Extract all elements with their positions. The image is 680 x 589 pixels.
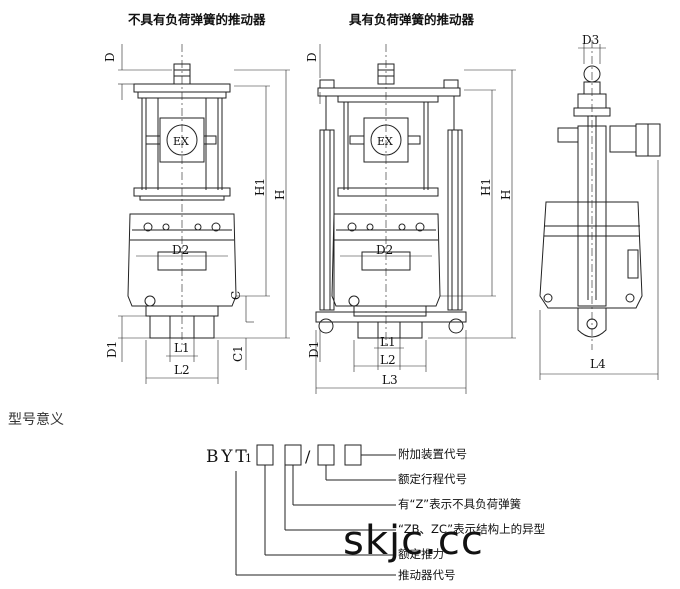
- section-title: 型号意义: [8, 412, 64, 428]
- dim-H1-1: H1: [253, 178, 267, 196]
- dim-D2-1: D2: [172, 243, 189, 257]
- annotation-rated-thrust: 额定推力: [398, 547, 444, 561]
- pusher-with-spring: [315, 44, 516, 394]
- annotation-no-spring: 有“Z”表示不具负荷弹簧: [398, 497, 522, 511]
- model-box-2: [284, 444, 302, 466]
- annotation-additional-device: 附加装置代号: [398, 447, 467, 461]
- model-slash: /: [305, 447, 311, 466]
- dim-D1-2: D1: [307, 341, 321, 358]
- dim-D1-1: D1: [105, 341, 119, 358]
- annotation-special-structure: “ZB、ZC”表示结构上的异型: [398, 522, 546, 536]
- dim-D-1: D: [103, 52, 117, 62]
- right-drawing-title: 具有负荷弹簧的推动器: [349, 12, 475, 27]
- dim-C1-1: C1: [231, 345, 245, 362]
- dim-C-1: C: [229, 291, 243, 300]
- annotation-pusher-code: 推动器代号: [398, 568, 456, 582]
- pusher-without-spring: [118, 44, 290, 384]
- pusher-side-view: [539, 40, 661, 380]
- annotation-rated-stroke: 额定行程代号: [398, 472, 467, 486]
- model-code-diagram: BYT 1 /: [206, 444, 396, 576]
- watermark: skjc.cc: [343, 518, 484, 564]
- dim-H-1: H: [273, 190, 287, 200]
- model-sub: 1: [245, 452, 252, 465]
- model-box-3: [317, 444, 335, 466]
- model-box-4: [344, 444, 362, 466]
- left-drawing-title: 不具有负荷弹簧的推动器: [128, 12, 266, 27]
- dim-D-2: D: [305, 52, 319, 62]
- dim-L4-3: L4: [590, 357, 606, 371]
- dim-H1-2: H1: [479, 178, 493, 196]
- model-prefix: BYT: [206, 447, 250, 467]
- dim-L1-1: L1: [174, 341, 190, 355]
- dim-L1-2: L1: [380, 335, 396, 349]
- dim-L2-1: L2: [174, 363, 190, 377]
- dim-L2-2: L2: [380, 353, 396, 367]
- ex-mark-2: EX: [377, 135, 393, 148]
- dim-L3-2: L3: [382, 373, 398, 387]
- ex-mark-1: EX: [173, 135, 189, 148]
- dim-D2-2: D2: [376, 243, 393, 257]
- dim-H-2: H: [499, 190, 513, 200]
- model-box-1: [256, 444, 274, 466]
- dim-D3-3: D3: [582, 33, 599, 47]
- technical-drawing: D H1 H C C1 D1 D2 L1 L2 EX: [103, 33, 661, 394]
